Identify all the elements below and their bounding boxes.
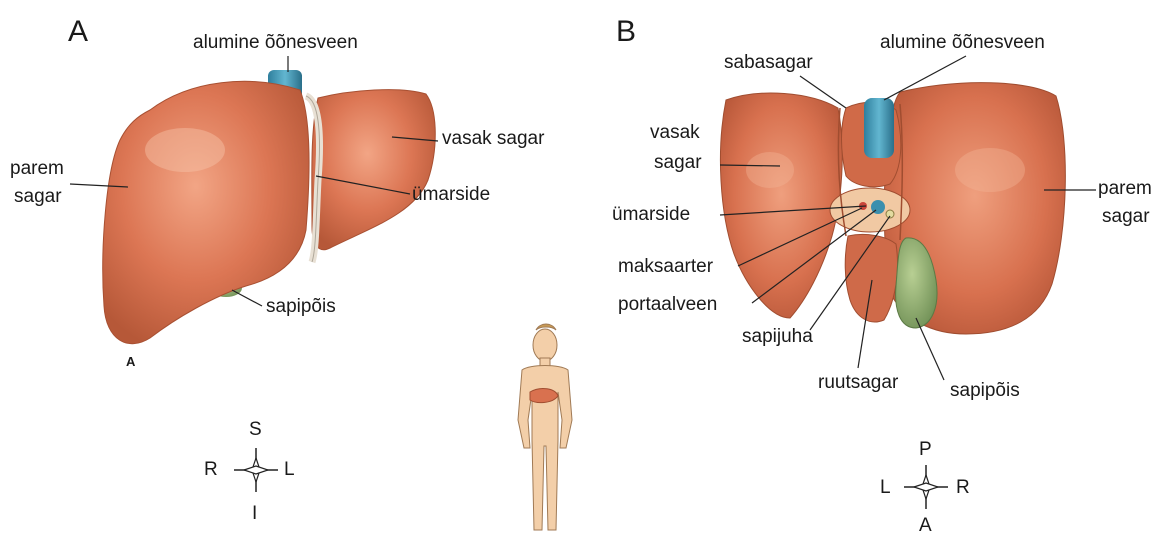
label-hepatic-artery-b: maksaarter <box>618 256 713 278</box>
label-right-lobe-b-2: sagar <box>1102 206 1150 228</box>
label-ivc-b: alumine õõnesveen <box>880 32 1045 54</box>
label-bile-duct-b: sapijuha <box>742 326 813 348</box>
label-quadrate-lobe-b: ruutsagar <box>818 372 898 394</box>
compass-a-bottom: I <box>252 504 257 524</box>
compass-b <box>904 465 948 509</box>
liver-visceral-view <box>720 83 1065 334</box>
compass-a <box>234 448 278 492</box>
ivc-b <box>864 98 894 158</box>
label-left-lobe-b-1: vasak <box>650 122 700 144</box>
left-lobe-a <box>312 90 435 250</box>
compass-a-right: L <box>284 460 295 480</box>
compass-b-bottom: A <box>919 516 932 536</box>
left-lobe-b <box>720 93 842 318</box>
label-left-lobe-a: vasak sagar <box>442 128 544 150</box>
label-portal-vein-b: portaalveen <box>618 294 717 316</box>
label-right-lobe-a-2: sagar <box>14 186 62 208</box>
compass-b-right: R <box>956 478 970 498</box>
label-gallbladder-a: sapipõis <box>266 296 336 318</box>
label-left-lobe-b-2: sagar <box>654 152 702 174</box>
quadrate-lobe-b <box>845 234 897 322</box>
compass-a-left: R <box>204 460 218 480</box>
panel-a-small-mark: A <box>126 354 135 369</box>
label-right-lobe-a-1: parem <box>10 158 64 180</box>
panel-a-letter: A <box>68 16 88 48</box>
label-ivc-a: alumine õõnesveen <box>193 32 358 54</box>
label-caudate-lobe-b: sabasagar <box>724 52 813 74</box>
compass-b-top: P <box>919 440 932 460</box>
label-round-ligament-a: ümarside <box>412 184 490 206</box>
label-round-ligament-b: ümarside <box>612 204 690 226</box>
human-figure-icon <box>518 324 572 530</box>
panel-b-letter: B <box>616 16 636 48</box>
label-gallbladder-b: sapipõis <box>950 380 1020 402</box>
compass-b-left: L <box>880 478 891 498</box>
label-right-lobe-b-1: parem <box>1098 178 1152 200</box>
compass-a-top: S <box>249 420 262 440</box>
